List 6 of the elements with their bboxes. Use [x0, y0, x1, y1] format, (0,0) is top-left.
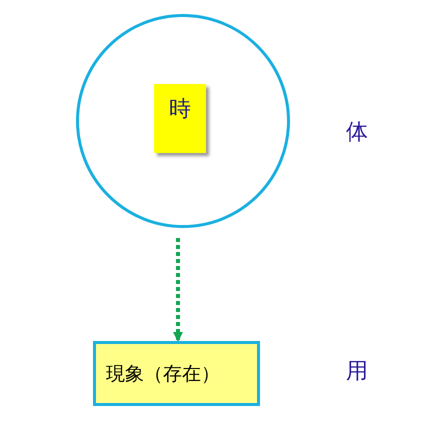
side-label: 体	[346, 119, 368, 147]
process-box: 現象（存在）	[93, 341, 260, 406]
arrow	[173, 238, 183, 342]
side-label: 用	[346, 358, 368, 386]
circle	[76, 14, 290, 228]
note-box: 時	[154, 84, 206, 153]
